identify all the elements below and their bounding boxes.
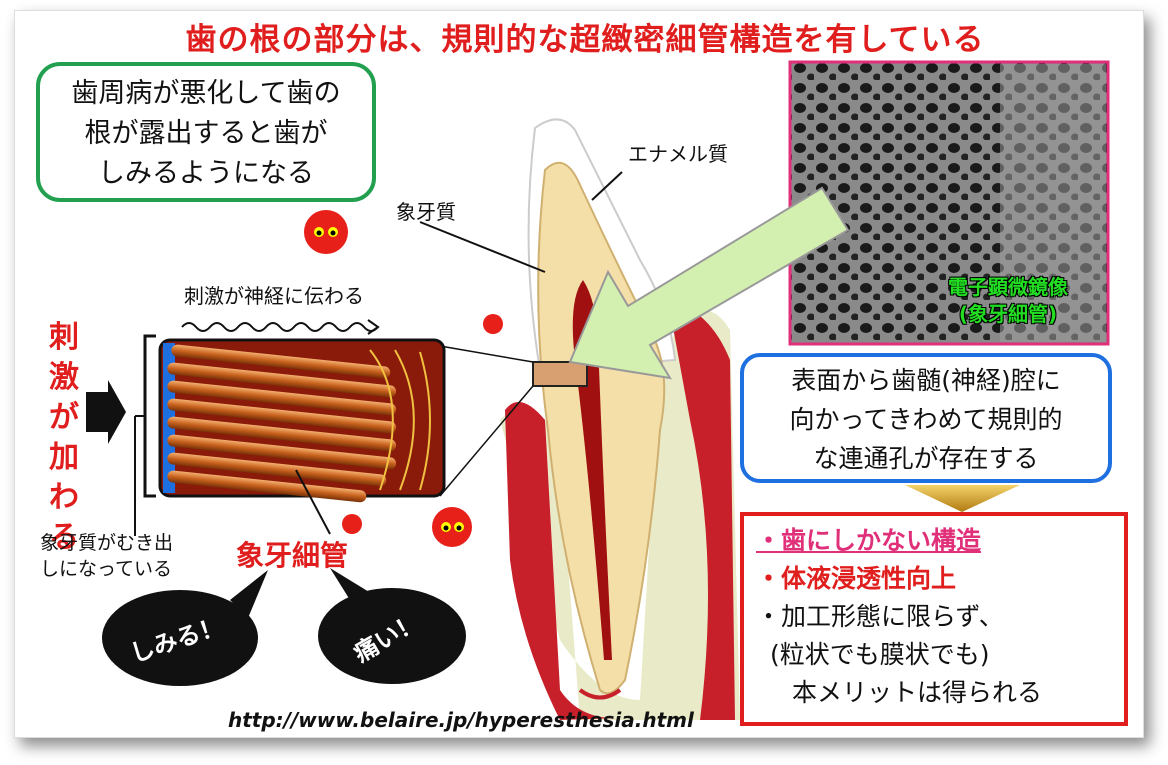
stimulus-wave-arrow	[181, 322, 379, 332]
sem-caption-line-2: (象牙細管)	[958, 302, 1058, 326]
dentin-sample-block	[532, 361, 588, 387]
merit-permeability: ・体液浸透性向上	[756, 564, 957, 593]
germ-2	[483, 314, 503, 334]
label-stimulus-applied: 刺激が加わる	[49, 320, 79, 555]
stimulus-arrow	[86, 380, 126, 444]
periodontal-note-box: 歯周病が悪化して歯の 根が露出すると歯が しみるようになる	[36, 62, 376, 202]
source-url: http://www.belaire.jp/hyperesthesia.html	[228, 708, 694, 732]
merit-form-line-2: (粒状でも膜状でも)	[770, 640, 990, 669]
label-exposed-dentin: 象牙質がむき出 しになっている	[40, 530, 173, 582]
merit-unique-structure: ・歯にしかない構造	[756, 526, 982, 555]
bubble-shimiru	[102, 570, 268, 686]
sem-caption-line-1: 電子顕微鏡像	[948, 275, 1068, 299]
exposed-line-1: 象牙質がむき出	[40, 532, 174, 554]
label-stimulus-path: 刺激が神経に伝わる	[184, 284, 364, 308]
note-line-3: しみるようになる	[98, 158, 314, 189]
germ-4	[432, 507, 472, 547]
note-line-2: 根が露出すると歯が	[84, 118, 328, 149]
merit-form-line-3: 本メリットは得られる	[792, 678, 1043, 707]
label-enamel: エナメル質	[628, 142, 728, 166]
label-dentin: 象牙質	[396, 200, 456, 224]
exposed-line-2: しになっている	[40, 558, 173, 580]
connectivity-note-box: 表面から歯髄(神経)腔に 向かってきわめて規則的 な連通孔が存在する	[740, 353, 1112, 483]
germ-1	[304, 210, 348, 254]
gold-down-arrow	[905, 485, 1020, 512]
tubule-magnified-panel	[158, 338, 446, 503]
page-title: 歯の根の部分は、規則的な超緻密細管構造を有している	[185, 22, 985, 58]
blue-line-3: な連通孔が存在する	[813, 444, 1039, 473]
label-dentinal-tubule: 象牙細管	[236, 539, 349, 572]
merit-form-line-1: ・加工形態に限らず、	[756, 602, 1004, 631]
blue-line-1: 表面から歯髄(神経)腔に	[791, 366, 1061, 395]
gum-left	[505, 402, 620, 720]
merits-box: ・歯にしかない構造 ・体液浸透性向上 ・加工形態に限らず、 (粒状でも膜状でも)…	[740, 512, 1128, 726]
green-arrow	[568, 186, 850, 380]
germ-3	[342, 514, 362, 534]
note-line-1: 歯周病が悪化して歯の	[71, 78, 341, 109]
blue-line-2: 向かってきわめて規則的	[789, 405, 1063, 434]
gum-right	[668, 300, 735, 720]
bubble-itai	[318, 568, 466, 684]
bone-gum	[500, 310, 740, 720]
sem-caption: 電子顕微鏡像 (象牙細管)	[918, 274, 1098, 328]
